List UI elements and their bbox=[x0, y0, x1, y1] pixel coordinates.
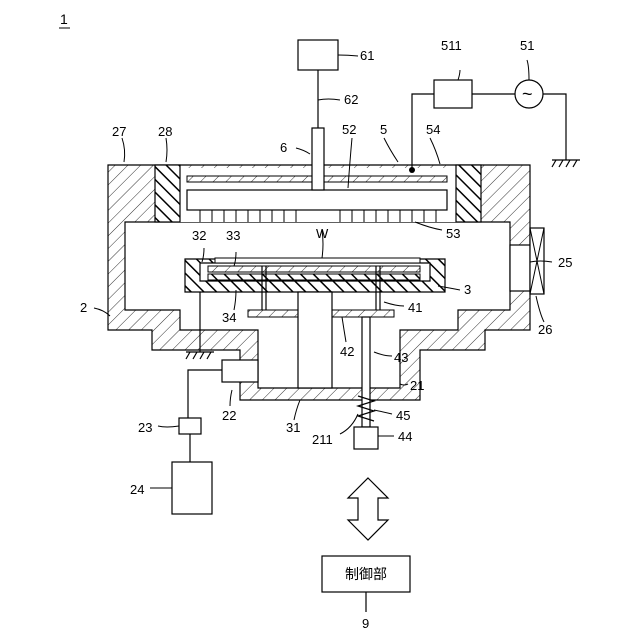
label-lid: 27 bbox=[112, 124, 126, 139]
rf-connection-dot bbox=[409, 167, 415, 173]
double-arrow bbox=[348, 478, 388, 540]
ground-symbol-stage bbox=[186, 352, 214, 359]
seal-right bbox=[456, 165, 481, 222]
label-side-port: 25 bbox=[558, 255, 572, 270]
shower-head bbox=[187, 190, 447, 210]
label-gate-valve: 26 bbox=[538, 322, 552, 337]
label-stage-shaft: 31 bbox=[286, 420, 300, 435]
label-valve: 23 bbox=[138, 420, 152, 435]
label-seal: 28 bbox=[158, 124, 172, 139]
label-power-supply: 51 bbox=[520, 38, 534, 53]
label-control-unit-ref: 9 bbox=[362, 616, 369, 631]
seal-left bbox=[155, 165, 180, 222]
label-insulator: 34 bbox=[222, 310, 236, 325]
label-bellows: 45 bbox=[396, 408, 410, 423]
label-wafer: W bbox=[316, 226, 329, 241]
side-port bbox=[510, 245, 530, 291]
label-electrode: 33 bbox=[226, 228, 240, 243]
label-bottom-part: 21 bbox=[410, 378, 424, 393]
label-gas-line: 62 bbox=[344, 92, 358, 107]
label-gas-supply: 6 bbox=[280, 140, 287, 155]
exhaust-pipe bbox=[222, 360, 258, 382]
label-insulating-ring: 54 bbox=[426, 122, 440, 137]
exhaust-pump bbox=[172, 462, 212, 514]
label-lift-rod: 43 bbox=[394, 350, 408, 365]
label-lift-pins: 41 bbox=[408, 300, 422, 315]
label-stage: 3 bbox=[464, 282, 471, 297]
wafer bbox=[215, 258, 420, 263]
figure-number: 1 bbox=[60, 11, 68, 27]
label-exhaust-pump: 24 bbox=[130, 482, 144, 497]
electrode bbox=[208, 266, 420, 272]
label-lift-actuator: 44 bbox=[398, 429, 412, 444]
matching-box bbox=[434, 80, 472, 108]
lift-actuator bbox=[354, 427, 378, 449]
lift-rod bbox=[362, 317, 370, 427]
label-gas-holes: 53 bbox=[446, 226, 460, 241]
label-gas-source: 61 bbox=[360, 48, 374, 63]
label-bias-unit: 5 bbox=[380, 122, 387, 137]
ground-symbol-rf bbox=[552, 160, 580, 167]
gas-source-box bbox=[298, 40, 338, 70]
label-exhaust-pipe: 22 bbox=[222, 408, 236, 423]
label-lift-plate: 42 bbox=[340, 344, 354, 359]
exhaust-line bbox=[188, 370, 222, 418]
rf-line-3 bbox=[543, 94, 566, 160]
ac-symbol: ~ bbox=[522, 84, 533, 104]
insulator bbox=[208, 274, 420, 280]
valve bbox=[179, 418, 201, 434]
control-unit-text: 制御部 bbox=[345, 566, 387, 582]
label-matching-box: 511 bbox=[441, 38, 462, 53]
label-opening: 211 bbox=[312, 432, 333, 447]
label-stage-cover: 32 bbox=[192, 228, 206, 243]
label-chamber: 2 bbox=[80, 300, 87, 315]
label-shower-head: 52 bbox=[342, 122, 356, 137]
stage-shaft bbox=[298, 292, 332, 388]
gas-pipe bbox=[312, 128, 324, 190]
